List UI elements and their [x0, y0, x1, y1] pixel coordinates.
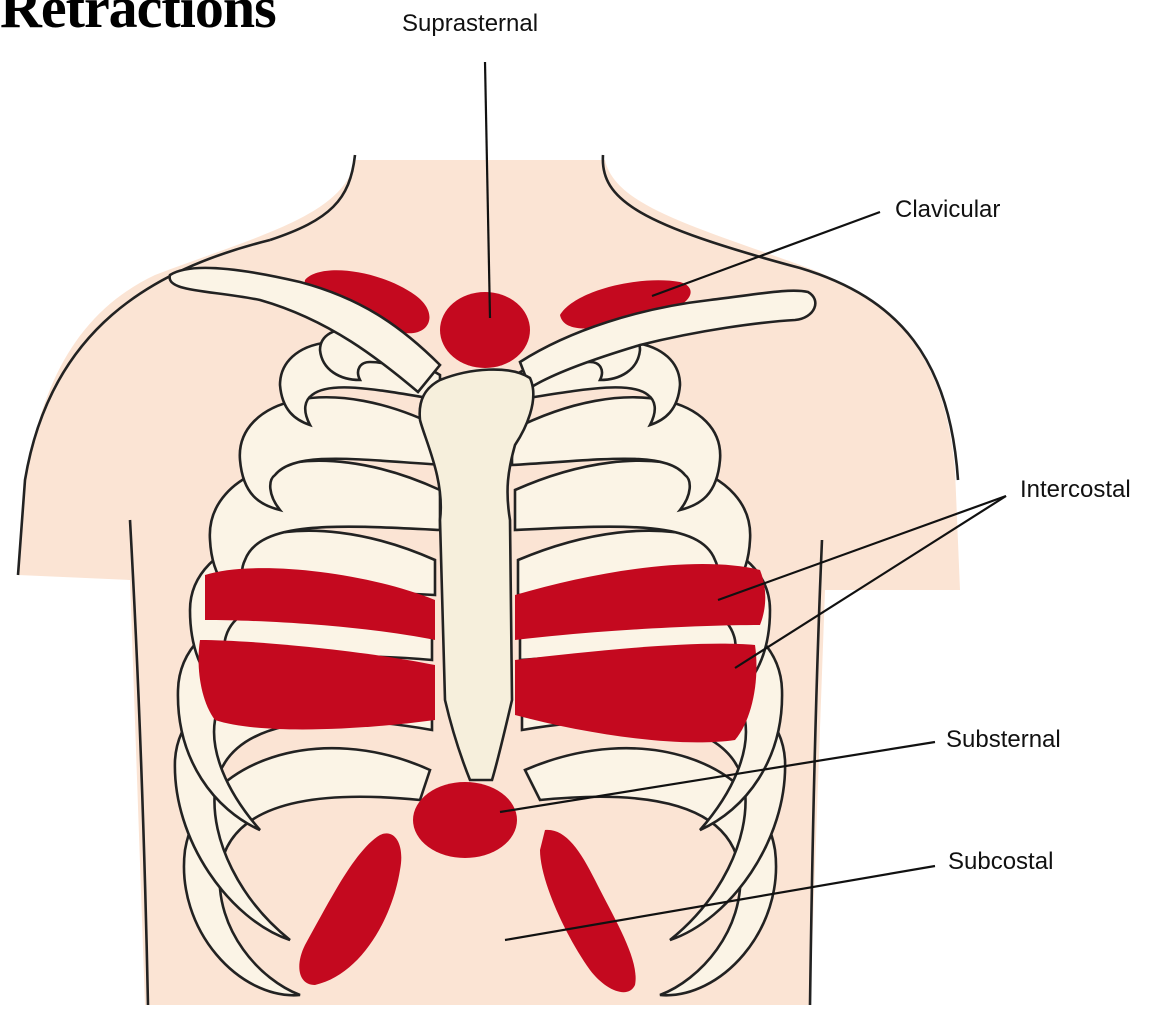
label-suprasternal: Suprasternal — [402, 10, 538, 38]
label-subcostal: Subcostal — [948, 848, 1053, 876]
label-substernal: Substernal — [946, 726, 1061, 754]
label-intercostal: Intercostal — [1020, 476, 1131, 504]
suprasternal-retraction — [440, 292, 530, 368]
substernal-retraction — [413, 782, 517, 858]
label-clavicular: Clavicular — [895, 196, 1000, 224]
page-title: Retractions — [0, 0, 276, 41]
